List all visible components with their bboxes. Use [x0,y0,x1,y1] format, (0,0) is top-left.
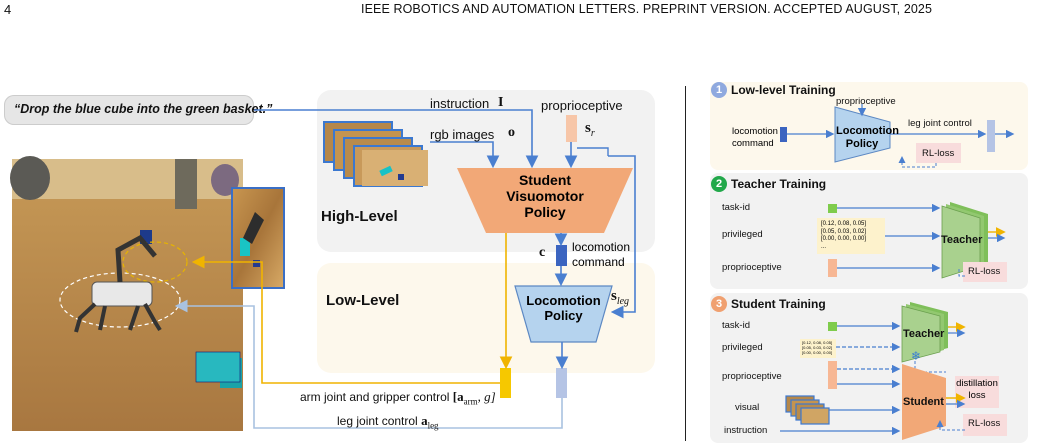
p1-rl-loss: RL-loss [922,148,955,159]
high-level-label: High-Level [321,208,398,225]
p1-proprioceptive: proprioceptive [836,96,896,107]
p3-task-id: task-id [722,320,750,331]
p3-rl-loss: RL-loss [968,418,1001,429]
p2-teacher: Teacher [941,234,983,246]
p1-locomotion-command: locomotion command [732,126,778,149]
s-leg-symbol: sleg [611,288,630,307]
p2-task-id: task-id [722,202,750,213]
command-text: “Drop the blue cube into the green baske… [14,102,273,116]
p3-instruction: instruction [724,425,768,436]
p3-student: Student [903,396,944,408]
p2-rl-loss: RL-loss [968,266,1001,277]
low-level-label: Low-Level [326,292,400,309]
instruction-symbol: I [498,95,504,110]
leg-control-label: leg joint control aleg [337,413,439,431]
p3-privileged: privileged [722,342,763,353]
arm-control-label: arm joint and gripper control [aarm, g] [300,389,496,407]
c-symbol: c [539,245,546,260]
student-visuomotor-policy: Student Visuomotor Policy [506,172,584,220]
badge-3: 3 [711,296,727,312]
instruction-label: instruction [430,96,490,111]
p1-title: Low-level Training [731,83,836,97]
locomotion-policy-box: Locomotion Policy [526,293,601,323]
command-bubble [4,95,254,125]
p2-privileged-values: [0.12, 0.08, 0.05] [0.05, 0.03, 0.02] [0… [821,221,867,250]
journal-header: IEEE ROBOTICS AND AUTOMATION LETTERS. PR… [361,2,933,16]
p3-title: Student Training [731,297,826,311]
p3-visual: visual [735,402,760,413]
rgb-symbol: o [508,125,515,140]
s-r-symbol: sr [585,120,595,139]
p2-proprioceptive: proprioceptive [722,262,782,273]
proprioceptive-label: proprioceptive [541,98,623,113]
p3-privileged-values: [0.12, 0.08, 0.05] [0.05, 0.03, 0.02] [0… [802,340,833,355]
snowflake-icon: ❄ [911,349,921,363]
p1-locomotion-policy: Locomotion Policy [836,125,899,150]
p3-proprioceptive: proprioceptive [722,371,782,382]
p3-teacher: Teacher [903,328,945,340]
p3-distillation-loss: distillation loss [956,378,998,401]
figure-divider [685,86,686,441]
p1-leg-joint-control: leg joint control [908,118,972,129]
p2-title: Teacher Training [731,177,827,191]
rgb-images-label: rgb images [430,127,495,142]
p2-privileged: privileged [722,229,763,240]
page-number: 4 [4,2,12,17]
badge-2: 2 [711,176,727,192]
locomotion-command-label: locomotion command [572,240,631,269]
badge-1: 1 [711,82,727,98]
